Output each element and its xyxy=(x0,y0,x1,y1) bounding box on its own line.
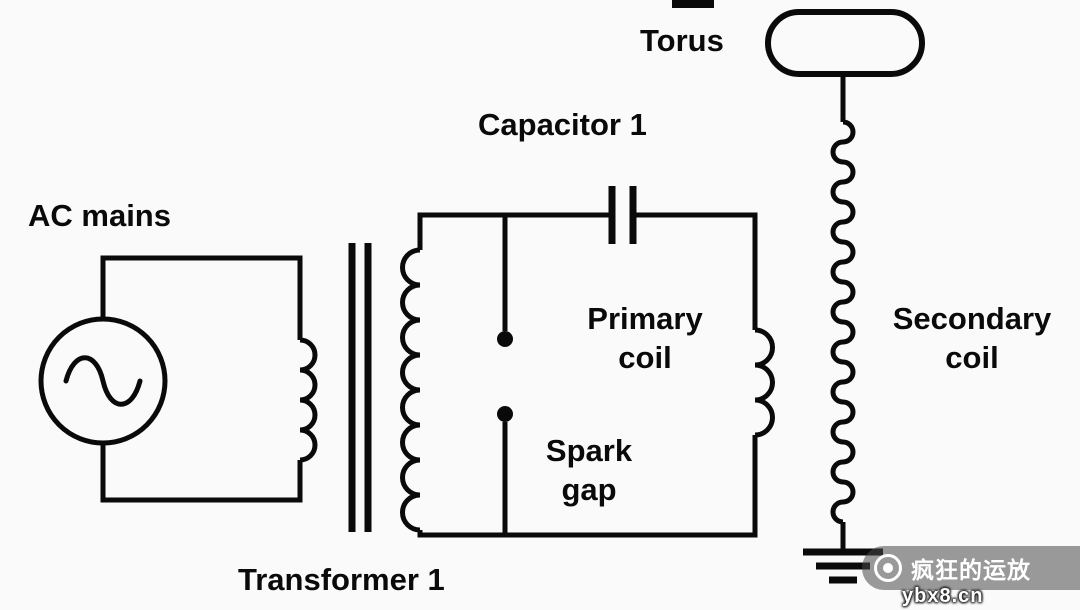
wire-left-loop-top xyxy=(100,255,303,340)
label-transformer-1: Transformer 1 xyxy=(238,562,445,597)
primary-coil-winding xyxy=(754,327,775,438)
label-torus: Torus xyxy=(640,23,724,58)
transformer-core xyxy=(348,243,372,532)
label-ac-mains: AC mains xyxy=(28,198,171,233)
secondary-coil-winding xyxy=(830,119,856,525)
label-capacitor-1: Capacitor 1 xyxy=(478,107,647,142)
sine-wave-icon xyxy=(63,355,143,407)
watermark-logo-icon xyxy=(874,554,902,582)
spark-gap-electrode-bottom xyxy=(497,406,513,422)
watermark: 疯狂的运放 xyxy=(862,546,1080,590)
transformer-secondary-winding xyxy=(400,247,421,533)
torus-shape xyxy=(765,9,925,77)
tank-top-wire-right xyxy=(633,212,758,330)
label-primary-coil: Primary coil xyxy=(587,301,703,375)
top-edge-artifact xyxy=(672,0,714,8)
transformer-primary-winding xyxy=(299,337,318,463)
watermark-brand-text: 疯狂的运放 xyxy=(911,557,1031,583)
spark-gap-electrode-top xyxy=(497,331,513,347)
tank-bottom-wire xyxy=(417,435,758,538)
label-spark-gap: Spark gap xyxy=(545,433,633,507)
wire-left-loop-bottom xyxy=(100,443,303,503)
tank-top-wire-left xyxy=(417,212,612,250)
watermark-site-text: ybx8.cn xyxy=(902,585,984,607)
label-secondary-coil: Secondary coil xyxy=(892,301,1052,375)
